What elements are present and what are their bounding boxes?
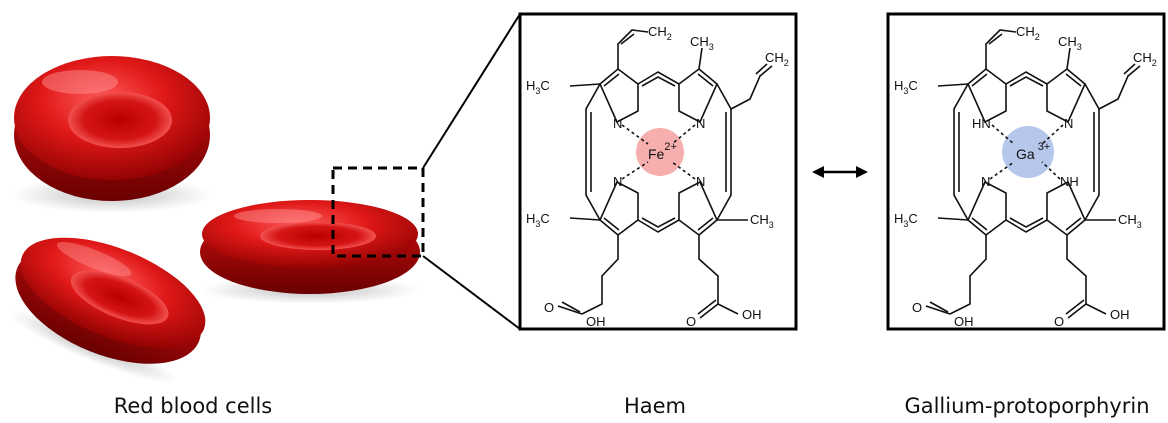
gallium-bonds — [925, 29, 1141, 319]
zoom-line-bottom — [422, 255, 521, 330]
ga-highlight — [1002, 126, 1054, 178]
haem-panel: N N N N Fe2+ CH2 CH3 CH2 H3C H3C CH3 O O… — [518, 12, 798, 331]
haem-ch3-top: CH3 — [690, 34, 714, 52]
ga-o2: O — [1054, 314, 1064, 329]
caption-red-blood-cells: Red blood cells — [113, 394, 273, 418]
rbc-middle — [200, 200, 420, 304]
haem-oh2: OH — [742, 307, 762, 322]
haem-bonds — [557, 29, 773, 319]
rbc-bottom — [9, 237, 206, 384]
haem-n-3: N — [613, 174, 622, 189]
ga-h3c-bl: H3C — [894, 211, 918, 229]
ga-n-4: NH — [1060, 174, 1079, 189]
haem-n-4: N — [696, 174, 705, 189]
haem-o1: O — [544, 300, 554, 315]
caption-gallium-protoporphyrin: Gallium-protoporphyrin — [904, 394, 1150, 418]
haem-h3c-left: H3C — [526, 78, 550, 96]
ga-ch3-top: CH3 — [1058, 34, 1082, 52]
ga-ch2-b: CH2 — [1133, 50, 1157, 68]
ga-oh1: OH — [954, 314, 974, 329]
ga-h3c-left: H3C — [894, 78, 918, 96]
caption-haem: Haem — [623, 394, 687, 418]
haem-n-1: N — [613, 116, 622, 131]
zoom-line-top — [422, 13, 521, 169]
fe-highlight — [636, 128, 684, 176]
haem-ch2-b: CH2 — [765, 50, 789, 68]
equivalence-arrow — [812, 166, 868, 178]
haem-n-2: N — [696, 116, 705, 131]
haem-oh1: OH — [586, 314, 606, 329]
zoom-box — [331, 166, 425, 258]
ga-n-2: N — [1064, 116, 1073, 131]
ga-o1: O — [912, 300, 922, 315]
ga-oh2: OH — [1110, 307, 1130, 322]
red-blood-cells-illustration — [9, 13, 521, 384]
ga-ch2-a: CH2 — [1016, 24, 1040, 42]
haem-h3c-bl: H3C — [526, 211, 550, 229]
rbc-top — [12, 56, 212, 213]
ga-ch3-br: CH3 — [1118, 212, 1142, 230]
haem-ch2-a: CH2 — [648, 24, 672, 42]
haem-ch3-br: CH3 — [750, 212, 774, 230]
haem-metal: Fe2+ — [648, 141, 677, 162]
ga-n-3: N — [981, 174, 990, 189]
ga-n-1: HN — [972, 116, 991, 131]
haem-o2: O — [686, 314, 696, 329]
